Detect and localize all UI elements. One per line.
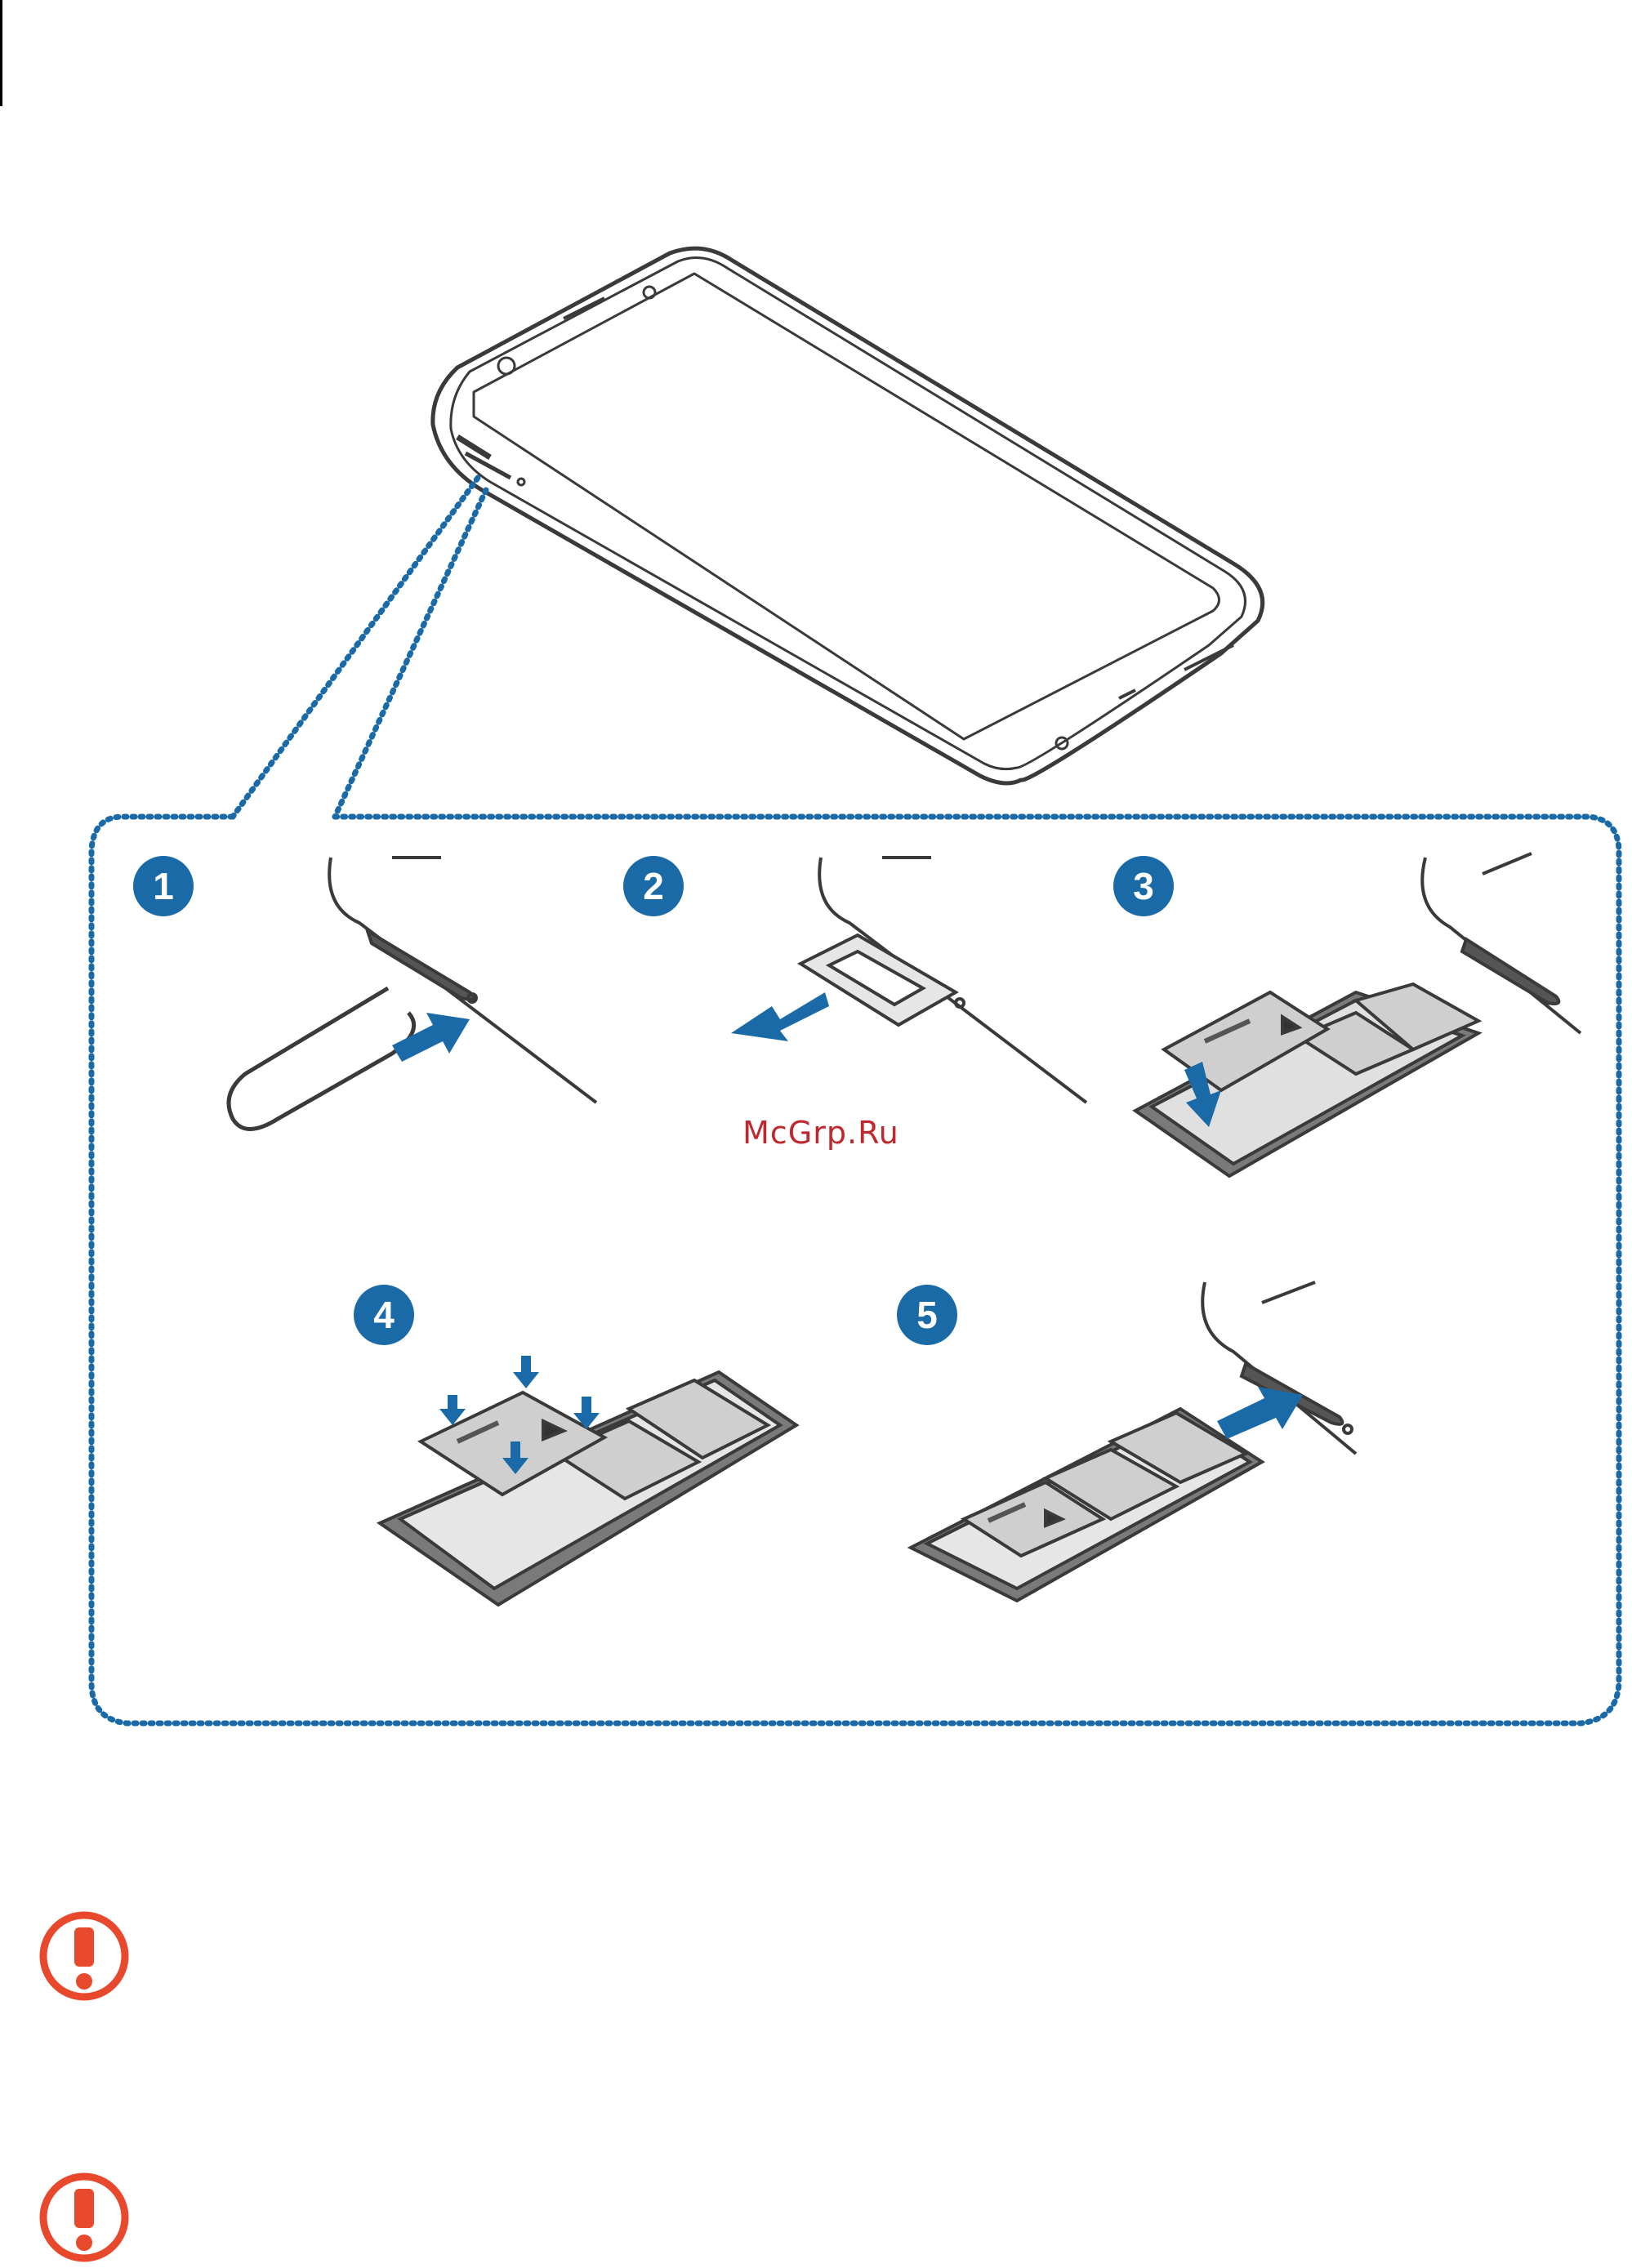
steps-frame [88,813,1622,1727]
warning-icon [39,2172,129,2262]
step-4-number: 4 [373,1294,395,1336]
step-5-badge [897,1285,957,1345]
step-1-badge [133,856,194,916]
step-5-number: 5 [916,1294,938,1336]
phone-illustration [430,246,1265,786]
step-2-badge [623,856,684,916]
step-3-badge [1113,856,1174,916]
step-1: 1 [133,856,598,1131]
step-3-number: 3 [1133,865,1154,907]
pull-arrow [731,992,829,1041]
step-2: 2 [623,856,1088,1104]
step-1-number: 1 [153,865,174,907]
step-5: 5 [897,1281,1358,1603]
press-arrows [439,1356,600,1474]
callout-lines [230,475,489,820]
step-2-number: 2 [643,865,664,907]
page-edge-mark [0,0,2,106]
insert-tray-arrow [1217,1387,1303,1439]
place-arrow [1184,1062,1221,1127]
watermark: McGrp.Ru [742,1115,899,1151]
step-3: 3 [1113,852,1582,1179]
warning-icon [39,1911,129,2001]
insert-arrow [392,1013,470,1062]
step-4: 4 [354,1285,800,1607]
step-4-badge [354,1285,414,1345]
